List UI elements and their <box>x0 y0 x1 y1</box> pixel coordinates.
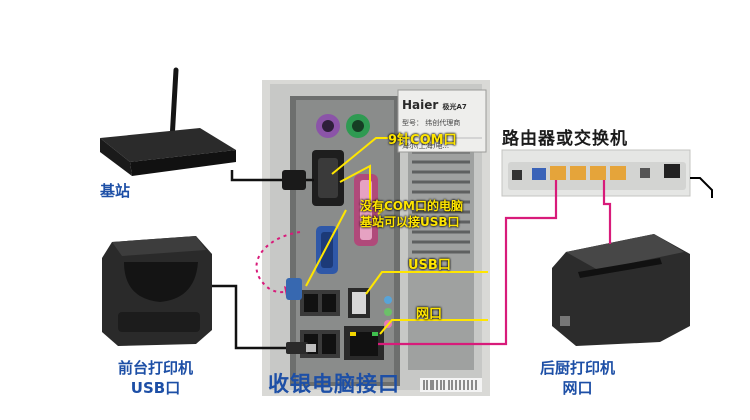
front-printer-label-line1: 前台打印机 <box>118 359 194 377</box>
pc-sticker-line1: 型号： 纬创代理商 <box>402 119 461 127</box>
usb-callout-line <box>365 271 488 295</box>
kitchen-lan-cable <box>602 180 612 244</box>
router-label: 路由器或交换机 <box>502 129 628 149</box>
com-plug <box>282 170 306 190</box>
pc-rear-panel <box>262 80 490 396</box>
kitchen-printer-label-line1: 后厨打印机 <box>540 359 616 377</box>
pc-brand: Haier 极光A7 <box>402 98 467 112</box>
kitchen-printer-label-line2: 网口 <box>562 379 593 397</box>
usb-plug <box>286 342 308 354</box>
usb-serial-adapter <box>286 278 302 300</box>
alt-usb-dotted-route <box>255 231 301 294</box>
front-printer-device <box>102 236 212 346</box>
pc-brand-model: 极光A7 <box>442 103 467 111</box>
com-callout-line <box>331 137 388 175</box>
front-printer-cable <box>212 284 286 350</box>
network-callout-line <box>379 319 488 335</box>
base-station-device <box>100 67 236 176</box>
pc-brand-name: Haier <box>402 98 439 112</box>
front-printer-label: 前台打印机 USB口 <box>118 358 193 398</box>
pc-lan-cable <box>378 180 558 346</box>
no-com-note-line1: 没有COM口的电脑 <box>360 199 463 213</box>
base-station-label: 基站 <box>100 182 131 200</box>
pc-sticker-line2: 海尔(上海)电... <box>402 142 450 150</box>
router-device <box>501 149 713 198</box>
front-printer-label-line2: USB口 <box>130 379 181 397</box>
no-com-note: 没有COM口的电脑 基站可以接USB口 <box>360 198 463 230</box>
com-port-label: 9针COM口 <box>388 133 457 148</box>
no-com-note-line2: 基站可以接USB口 <box>360 215 460 229</box>
pc-title: 收银电脑接口 <box>268 372 400 396</box>
usb-port-label: USB口 <box>408 258 451 273</box>
adapter-callout-line <box>305 209 347 287</box>
network-port-label: 网口 <box>416 307 443 322</box>
kitchen-printer-label: 后厨打印机 网口 <box>540 358 615 398</box>
kitchen-printer-device <box>552 234 690 346</box>
